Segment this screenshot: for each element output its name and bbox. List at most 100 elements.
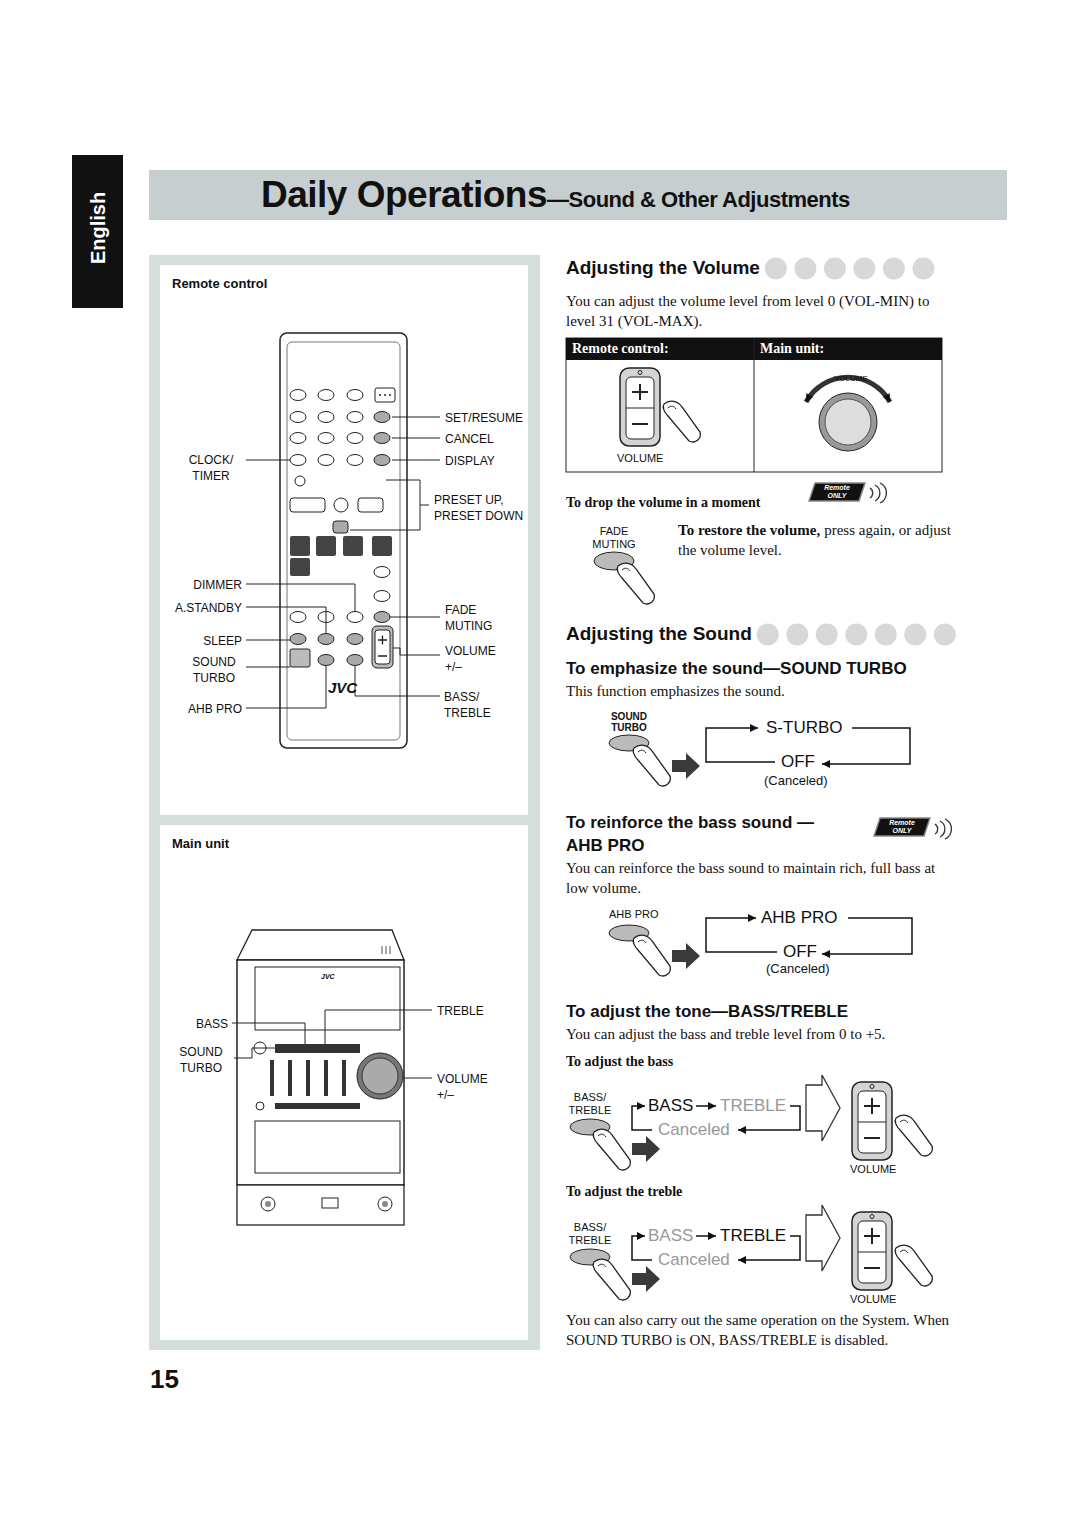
bass-flow-part-part xyxy=(696,1105,716,1107)
volume-table-part xyxy=(819,393,877,451)
treble-flow-part xyxy=(895,1245,932,1286)
remote-button xyxy=(374,567,390,578)
panel-frame-part xyxy=(160,825,528,1340)
mode-text: AHB PRO xyxy=(761,908,838,927)
volume-table xyxy=(566,338,942,472)
part-label: SLEEP xyxy=(203,634,242,648)
bass-flow-part xyxy=(632,1136,660,1162)
remote-control-drawing-part xyxy=(343,536,363,556)
main-unit-drawing-part xyxy=(382,946,390,954)
ahb-pro-flow-part xyxy=(672,943,700,969)
remote-button xyxy=(374,455,390,466)
section-heading: Adjusting the Sound xyxy=(566,623,752,644)
remote-button xyxy=(347,433,363,444)
main-unit-drawing-part-part xyxy=(325,1010,432,1044)
remote-control-drawing-part xyxy=(295,476,305,486)
table-header-box: Remote control: xyxy=(572,340,669,358)
remote-button xyxy=(347,655,363,666)
volume-table-part xyxy=(566,338,942,472)
part-label-box: CLOCK/ TIMER xyxy=(180,452,242,484)
remote-control-drawing-part xyxy=(358,498,383,512)
heading-dot xyxy=(853,258,875,280)
remote-button xyxy=(374,591,390,602)
page-number: 15 xyxy=(150,1364,179,1394)
heading-dot xyxy=(934,624,956,646)
part-label-box: BASS/ TREBLE xyxy=(444,689,504,721)
mode-text-box: TREBLE xyxy=(720,1226,786,1246)
button-label: BASS/ TREBLE xyxy=(569,1091,612,1116)
remote-control-drawing-part xyxy=(372,626,393,668)
body-text-box: You can adjust the bass and treble level… xyxy=(566,1024,885,1044)
button-label: BASS/ TREBLE xyxy=(569,1221,612,1246)
badge-outline xyxy=(809,483,865,501)
title-main: Daily Operations xyxy=(261,174,547,216)
mode-text-box: Canceled xyxy=(658,1250,730,1270)
bass-flow-part xyxy=(895,1115,932,1156)
remote-button xyxy=(347,634,363,645)
sub-heading: To adjust the treble xyxy=(566,1184,682,1199)
mode-text-box: BASS xyxy=(648,1096,693,1116)
volume-table-part xyxy=(620,368,660,446)
main-unit-drawing-part xyxy=(237,930,404,960)
body-text: You can adjust the bass and treble level… xyxy=(566,1026,885,1042)
remote-button xyxy=(318,655,334,666)
heading-dot xyxy=(904,624,926,646)
sub-heading: To adjust the tone—BASS/TREBLE xyxy=(566,1002,848,1021)
remote-control-drawing-part-part xyxy=(246,584,355,612)
button-label: AHB PRO xyxy=(609,908,659,920)
main-unit-drawing-part xyxy=(322,1198,338,1208)
remote-control-drawing-part xyxy=(372,536,392,556)
remote-button xyxy=(318,433,334,444)
body-text: To restore the volume, xyxy=(678,522,820,538)
part-label-box: FADE MUTING xyxy=(445,602,515,634)
part-label: CLOCK/ TIMER xyxy=(189,453,234,483)
volume-table-part xyxy=(754,338,755,472)
heading-dot xyxy=(875,624,897,646)
mode-text: BASS xyxy=(648,1226,693,1245)
panel-frame xyxy=(149,255,540,1350)
main-unit-drawing xyxy=(232,930,432,1225)
remote-button xyxy=(318,455,334,466)
unit-slider xyxy=(306,1060,310,1096)
remote-control-drawing-part xyxy=(290,390,390,666)
remote-control-drawing-part xyxy=(379,394,381,396)
sound-turbo-flow xyxy=(609,728,910,786)
remote-control-drawing-part-part xyxy=(350,480,429,530)
main-unit-drawing-part-part xyxy=(403,1078,432,1079)
part-label-box: DIMMER xyxy=(193,577,242,593)
button-label-box: VOLUME xyxy=(617,452,663,465)
fade-muting-button xyxy=(594,552,654,604)
treble-flow-part xyxy=(593,1259,630,1300)
main-unit-drawing-part xyxy=(382,1201,388,1207)
body-text-box: You can adjust the volume level from lev… xyxy=(566,291,961,331)
part-label-box: SOUND TURBO xyxy=(184,654,244,686)
remote-button xyxy=(290,455,306,466)
mode-text: OFF xyxy=(781,752,815,771)
button-label-box: BASS/ TREBLE xyxy=(566,1091,614,1117)
main-unit-drawing-part-part xyxy=(234,1048,275,1058)
mode-note: (Canceled) xyxy=(766,961,830,976)
sub-heading-box: To drop the volume in a moment xyxy=(566,494,760,512)
table-header: Remote control: xyxy=(572,341,669,356)
sub-heading-box: To reinforce the bass sound —AHB PRO xyxy=(566,811,816,857)
main-unit-drawing-part xyxy=(275,1044,360,1053)
heading-dot xyxy=(816,624,838,646)
fade-muting-button-part xyxy=(617,563,654,604)
main-unit-drawing-part xyxy=(256,1102,264,1110)
page-number-box: 15 xyxy=(150,1364,179,1394)
body-text: You can also carry out the same operatio… xyxy=(566,1312,949,1348)
part-label: SET/RESUME xyxy=(445,411,523,425)
brand-logo-box: JVC xyxy=(321,972,335,981)
main-unit-drawing-part xyxy=(275,1103,360,1109)
remote-control-drawing-part-part xyxy=(393,648,440,655)
heading-dot xyxy=(883,258,905,280)
heading-dot xyxy=(786,624,808,646)
main-unit-drawing-part xyxy=(265,1201,271,1207)
title-band: Daily Operations—Sound & Other Adjustmen… xyxy=(149,170,1007,220)
unit-slider xyxy=(288,1060,292,1096)
sound-turbo-flow-part-part xyxy=(706,728,775,762)
mode-text-box: TREBLE xyxy=(720,1096,786,1116)
main-unit-drawing-part xyxy=(232,1010,432,1078)
remote-button xyxy=(347,412,363,423)
remote-button xyxy=(347,390,363,401)
